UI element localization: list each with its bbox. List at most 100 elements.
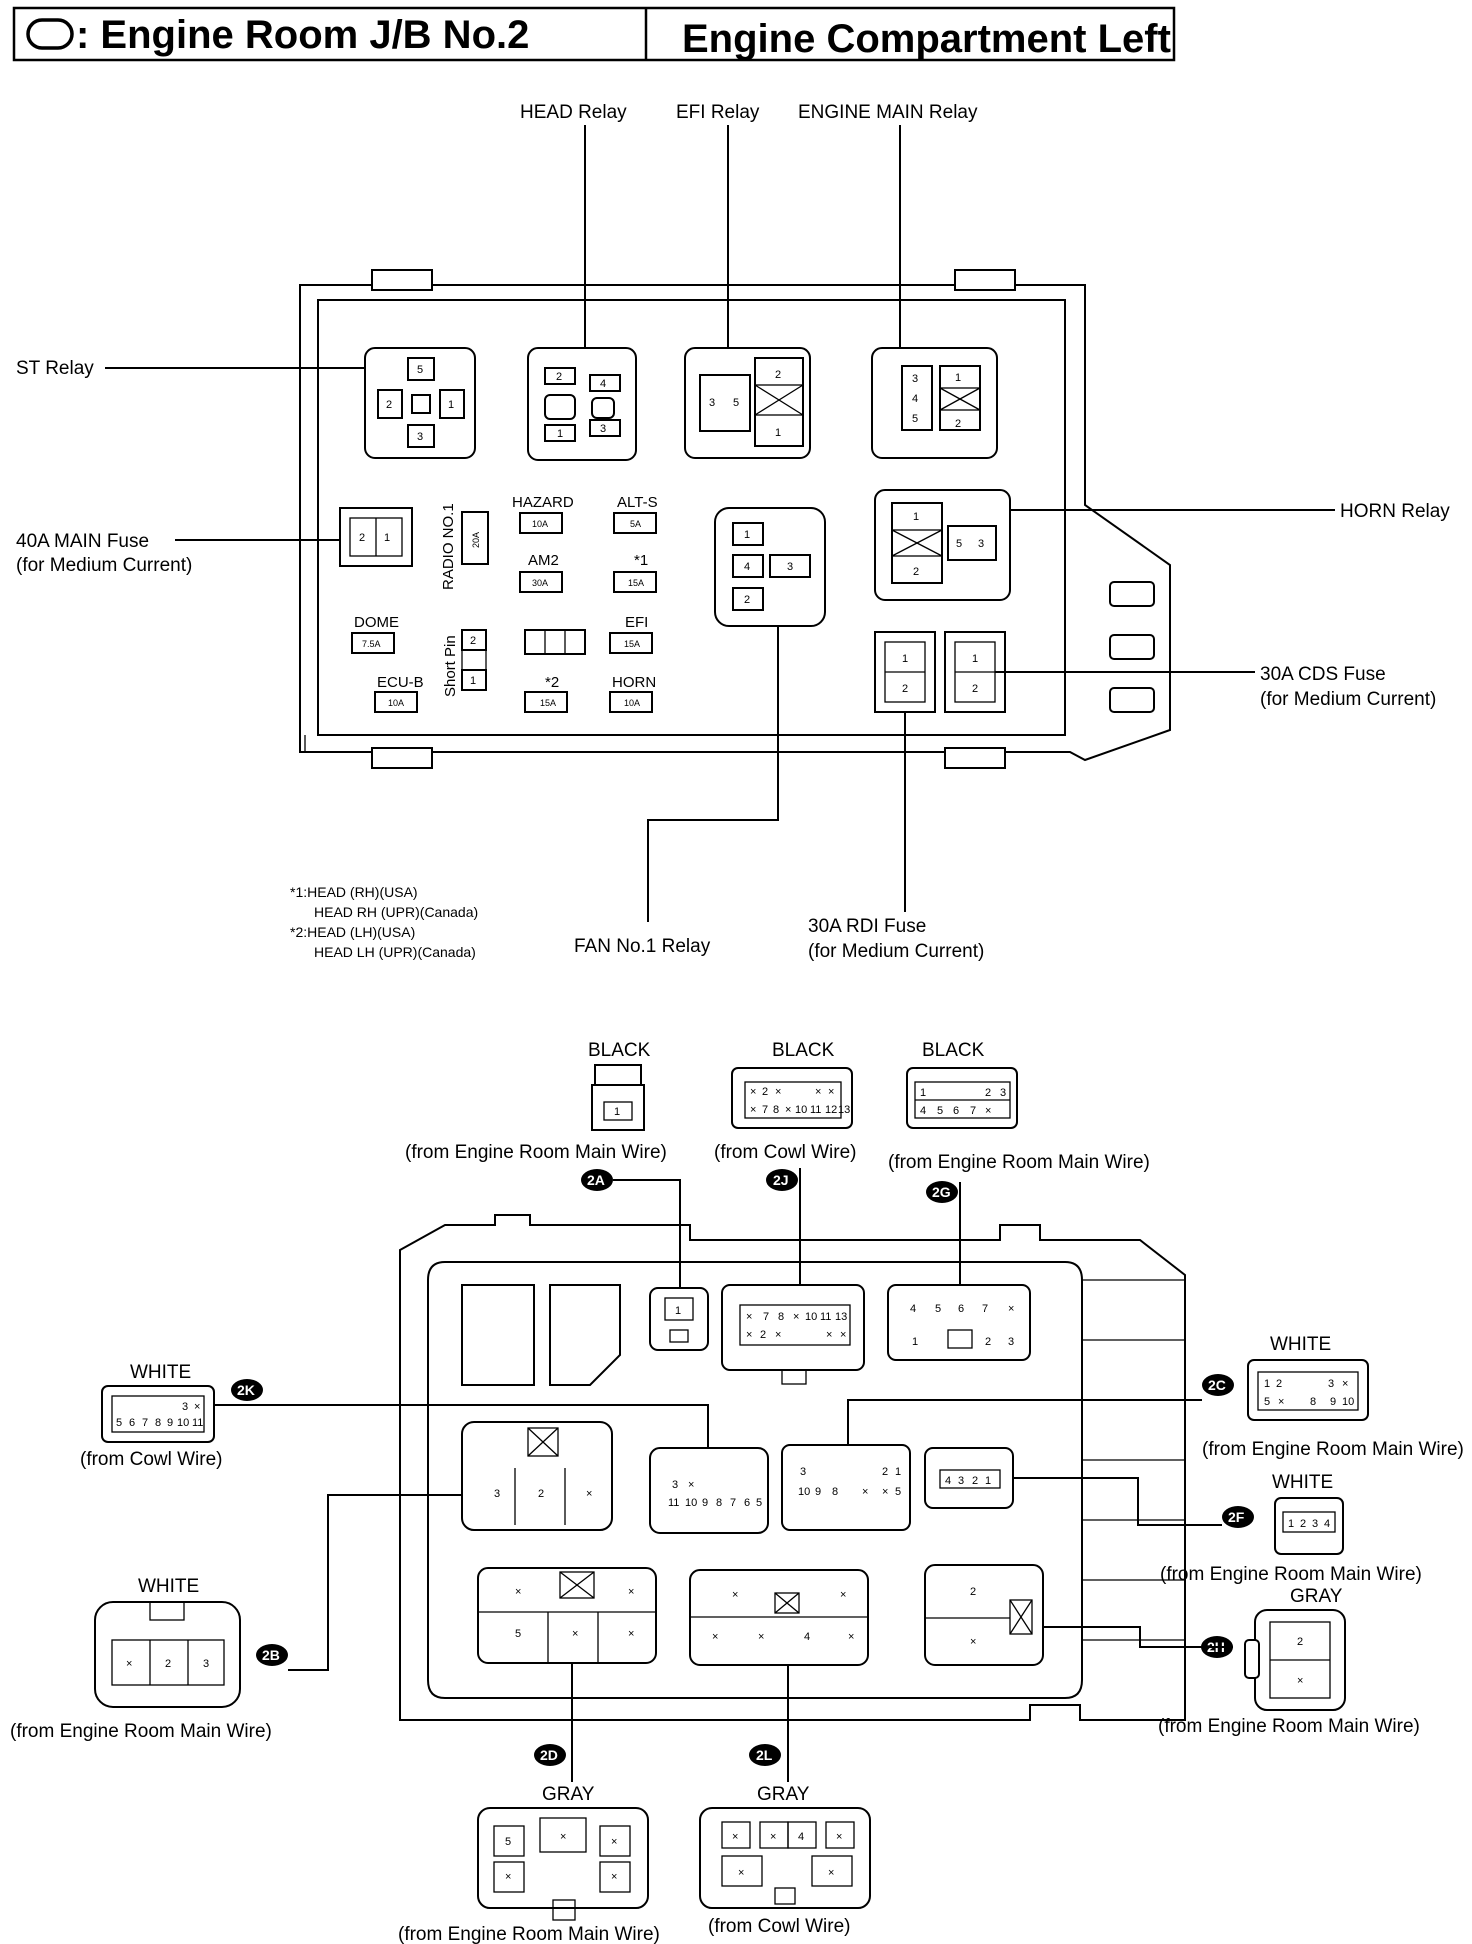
svg-text:×: ×: [840, 1589, 846, 1601]
svg-text:×: ×: [194, 1401, 200, 1413]
svg-text:2: 2: [762, 1086, 768, 1098]
svg-text:4: 4: [804, 1631, 810, 1643]
svg-text:2: 2: [538, 1488, 544, 1500]
footnote-3: *2:HEAD (LH)(USA): [290, 924, 415, 940]
svg-text:2: 2: [744, 594, 750, 606]
svg-text:4: 4: [910, 1303, 916, 1315]
svg-text:5: 5: [1264, 1396, 1270, 1408]
svg-text:×: ×: [738, 1867, 744, 1879]
svg-text:2: 2: [985, 1087, 991, 1099]
rdi-fuse-label: 30A RDI Fuse: [808, 916, 926, 937]
connector-2f-from: (from Engine Room Main Wire): [1160, 1564, 1422, 1585]
svg-text:×: ×: [746, 1311, 752, 1323]
svg-text:×: ×: [572, 1628, 578, 1640]
connector-2d: 2D GRAY 5 × × × × (from Engine Room Main…: [398, 1663, 660, 1944]
svg-text:4: 4: [1324, 1518, 1330, 1530]
svg-text:1: 1: [913, 511, 919, 523]
svg-text:2: 2: [1297, 1636, 1303, 1648]
svg-text:11: 11: [192, 1417, 203, 1429]
svg-text:2: 2: [1300, 1518, 1306, 1530]
svg-text:13: 13: [835, 1311, 847, 1323]
svg-text:10: 10: [795, 1104, 807, 1116]
svg-text:×: ×: [1297, 1675, 1303, 1687]
svg-text:3: 3: [672, 1479, 678, 1491]
engine-main-relay-label: ENGINE MAIN Relay: [798, 102, 978, 123]
svg-text:×: ×: [770, 1831, 776, 1843]
st-relay-label: ST Relay: [16, 358, 94, 379]
fuse-am2-label: AM2: [528, 552, 559, 569]
svg-text:5: 5: [937, 1105, 943, 1117]
svg-text:7: 7: [730, 1497, 736, 1509]
fuse-horn-label: HORN: [612, 674, 656, 691]
svg-text:2: 2: [359, 532, 365, 544]
footnotes: *1:HEAD (RH)(USA) HEAD RH (UPR)(Canada) …: [290, 884, 478, 960]
svg-text:10: 10: [1342, 1396, 1354, 1408]
top-leader-lines: [105, 125, 1335, 922]
head-relay-label: HEAD Relay: [520, 102, 627, 123]
svg-text:3: 3: [182, 1401, 188, 1413]
svg-text:1: 1: [920, 1087, 926, 1099]
svg-text:12: 12: [825, 1104, 837, 1116]
connector-2c-from: (from Engine Room Main Wire): [1202, 1439, 1464, 1460]
connector-2b-from: (from Engine Room Main Wire): [10, 1721, 272, 1742]
svg-text:6: 6: [953, 1105, 959, 1117]
svg-text:2: 2: [902, 683, 908, 695]
svg-text:3: 3: [1312, 1518, 1318, 1530]
svg-text:9: 9: [702, 1497, 708, 1509]
svg-text:4: 4: [744, 561, 750, 573]
svg-text:2: 2: [955, 418, 961, 430]
svg-text:×: ×: [505, 1871, 511, 1883]
connector-2k-color: WHITE: [130, 1362, 191, 1383]
svg-text:2L: 2L: [756, 1747, 773, 1763]
svg-text:1: 1: [972, 653, 978, 665]
svg-text:3: 3: [1008, 1336, 1014, 1348]
connector-2b-badge: [256, 1644, 288, 1666]
svg-text:2K: 2K: [237, 1382, 255, 1398]
svg-text:2: 2: [913, 566, 919, 578]
svg-text:2: 2: [972, 1475, 978, 1487]
rdi-fuse-sub: (for Medium Current): [808, 941, 984, 962]
svg-text:8: 8: [832, 1486, 838, 1498]
svg-text:×: ×: [840, 1329, 846, 1341]
svg-text:10A: 10A: [532, 519, 548, 529]
svg-text:1: 1: [470, 675, 476, 687]
svg-text:×: ×: [836, 1831, 842, 1843]
svg-text:×: ×: [793, 1311, 799, 1323]
svg-text:2: 2: [775, 369, 781, 381]
svg-text:×: ×: [560, 1831, 566, 1843]
svg-text:1: 1: [955, 372, 961, 384]
svg-text:×: ×: [1278, 1396, 1284, 1408]
svg-text:2: 2: [760, 1329, 766, 1341]
svg-text:1: 1: [775, 427, 781, 439]
fuse-dome-label: DOME: [354, 614, 399, 631]
svg-text:3: 3: [912, 373, 918, 385]
svg-text:6: 6: [744, 1497, 750, 1509]
connector-2a: BLACK 1 (from Engine Room Main Wire) 2A: [405, 1040, 681, 1288]
footnote-4: HEAD LH (UPR)(Canada): [314, 944, 476, 960]
svg-text:×: ×: [586, 1488, 592, 1500]
svg-text:2: 2: [165, 1658, 171, 1670]
svg-text:5: 5: [515, 1628, 521, 1640]
svg-text:5: 5: [912, 413, 918, 425]
svg-text:×: ×: [815, 1086, 821, 1098]
connector-2h-from: (from Engine Room Main Wire): [1158, 1716, 1420, 1737]
svg-text:3: 3: [709, 397, 715, 409]
svg-text:2: 2: [985, 1336, 991, 1348]
svg-text:1: 1: [384, 532, 390, 544]
svg-text:1: 1: [614, 1106, 620, 1118]
svg-text:×: ×: [732, 1589, 738, 1601]
svg-text:×: ×: [758, 1631, 764, 1643]
svg-text:4: 4: [798, 1831, 804, 1843]
svg-text:2: 2: [972, 683, 978, 695]
svg-text:×: ×: [688, 1479, 694, 1491]
svg-text:10A: 10A: [624, 698, 640, 708]
svg-text:7: 7: [762, 1104, 768, 1116]
fuse-star2-label: *2: [545, 674, 559, 691]
svg-text:2: 2: [470, 635, 476, 647]
svg-text:11: 11: [668, 1497, 679, 1509]
svg-text:3: 3: [787, 561, 793, 573]
svg-text:6: 6: [129, 1417, 135, 1429]
svg-text:10: 10: [798, 1486, 810, 1498]
